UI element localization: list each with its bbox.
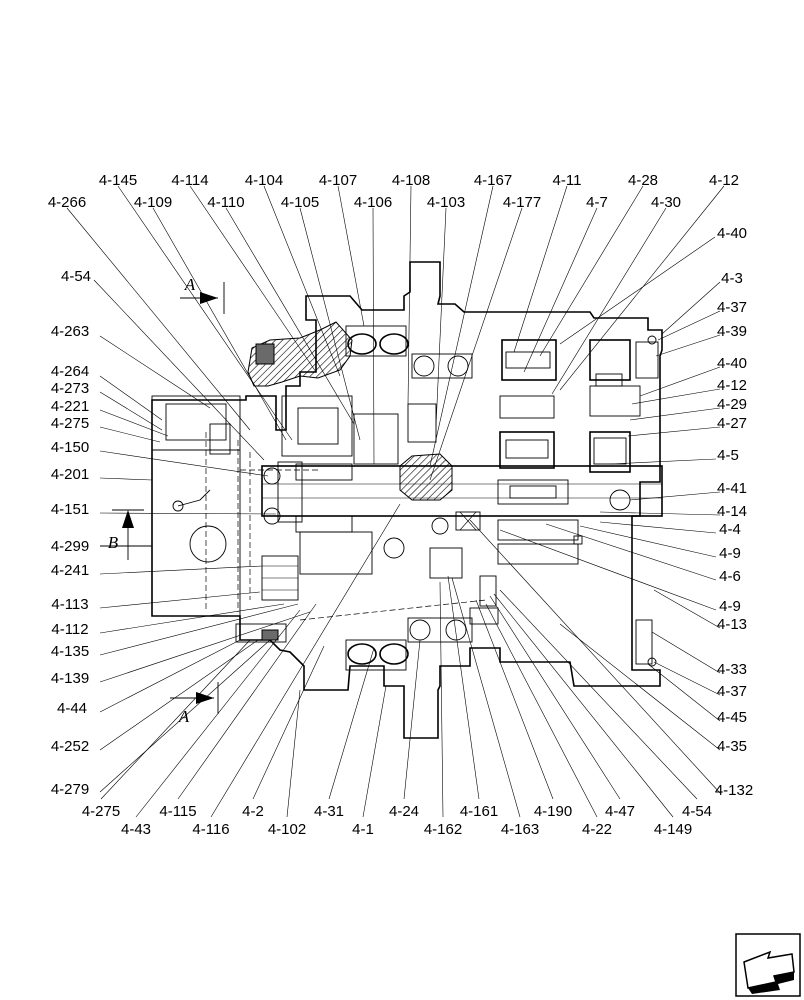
- bottom-callout-4-24: 4-24: [389, 803, 419, 820]
- top-callout-4-266: 4-266: [48, 194, 86, 211]
- bottom-callout-4-1: 4-1: [352, 821, 374, 838]
- top-callout-4-108: 4-108: [392, 172, 430, 189]
- main-shaft: [261, 461, 663, 531]
- right-callout-4-29: 4-29: [717, 396, 747, 413]
- housing-outline: [151, 261, 663, 739]
- right-callout-4-14: 4-14: [717, 503, 747, 520]
- left-callout-4-113: 4-113: [51, 596, 88, 613]
- top-callout-4-167: 4-167: [474, 172, 512, 189]
- right-callout-4-37: 4-37: [717, 299, 747, 316]
- left-callout-4-151: 4-151: [51, 501, 89, 518]
- bottom-callout-4-102: 4-102: [268, 821, 306, 838]
- left-callout-4-263: 4-263: [51, 323, 89, 340]
- right-callout-4-41: 4-41: [717, 480, 747, 497]
- right-callout-4-45: 4-45: [717, 709, 747, 726]
- top-callout-4-105: 4-105: [281, 194, 319, 211]
- right-callout-4-132: 4-132: [715, 782, 753, 799]
- left-callout-4-54: 4-54: [61, 268, 91, 285]
- section-mark-B: B: [108, 533, 119, 552]
- left-callout-4-279: 4-279: [51, 781, 89, 798]
- left-callout-4-112: 4-112: [51, 621, 88, 638]
- arrow-navigation-icon[interactable]: [735, 933, 801, 997]
- right-callout-4-40: 4-40: [717, 355, 747, 372]
- section-arrows: [100, 282, 225, 714]
- bottom-callout-4-22: 4-22: [582, 821, 612, 838]
- top-callout-4-107: 4-107: [319, 172, 357, 189]
- top-callout-4-11: 4-11: [553, 172, 582, 189]
- top-callouts: 4-145 4-114 4-104 4-107 4-108 4-167 4-11 4-28 4-…: [48, 172, 739, 211]
- left-callout-4-221: 4-221: [51, 398, 89, 415]
- right-callout-4-39: 4-39: [717, 323, 747, 340]
- top-callout-4-30: 4-30: [651, 194, 681, 211]
- top-callout-4-109: 4-109: [134, 194, 172, 211]
- bottom-callout-4-275: 4-275: [82, 803, 120, 820]
- left-callout-4-264: 4-264: [51, 363, 89, 380]
- right-callout-4-4: 4-4: [719, 521, 741, 538]
- right-callout-4-6: 4-6: [719, 568, 741, 585]
- bottom-callout-4-161: 4-161: [460, 803, 498, 820]
- bottom-callout-4-47: 4-47: [605, 803, 635, 820]
- right-callout-4-3: 4-3: [721, 270, 743, 287]
- leader-lines: [66, 185, 725, 818]
- bottom-callout-4-116: 4-116: [192, 821, 229, 838]
- right-callout-4-33: 4-33: [717, 661, 747, 678]
- left-callout-4-44: 4-44: [57, 700, 87, 717]
- bottom-callout-4-115: 4-115: [159, 803, 196, 820]
- right-callout-4-27: 4-27: [717, 415, 747, 432]
- top-callout-4-110: 4-110: [207, 194, 244, 211]
- top-callout-4-103: 4-103: [427, 194, 465, 211]
- section-mark-A: A: [184, 275, 196, 294]
- top-callout-4-145: 4-145: [99, 172, 137, 189]
- right-callout-4-5: 4-5: [717, 447, 739, 464]
- bottom-callout-4-162: 4-162: [424, 821, 462, 838]
- bottom-callout-4-2: 4-2: [242, 803, 264, 820]
- right-callout-4-35: 4-35: [717, 738, 747, 755]
- right-callout-4-12: 4-12: [717, 377, 747, 394]
- left-callout-4-252: 4-252: [51, 738, 89, 755]
- right-callout-4-9: 4-9: [719, 598, 741, 615]
- right-callout-4-9: 4-9: [719, 545, 741, 562]
- inner-left-components: [165, 395, 499, 643]
- bottom-callout-4-149: 4-149: [654, 821, 692, 838]
- left-callout-4-299: 4-299: [51, 538, 89, 555]
- right-callout-4-37: 4-37: [717, 683, 747, 700]
- left-callout-4-273: 4-273: [51, 380, 89, 397]
- bottom-callout-4-163: 4-163: [501, 821, 539, 838]
- left-callout-4-201: 4-201: [51, 466, 89, 483]
- section-marks: A A B: [108, 275, 196, 726]
- bottom-callout-4-190: 4-190: [534, 803, 572, 820]
- left-callout-4-139: 4-139: [51, 670, 89, 687]
- right-callout-4-40: 4-40: [717, 225, 747, 242]
- top-callout-4-114: 4-114: [171, 172, 208, 189]
- section-mark-A: A: [178, 707, 190, 726]
- top-callout-4-28: 4-28: [628, 172, 658, 189]
- left-callout-4-241: 4-241: [51, 562, 89, 579]
- top-callout-4-7: 4-7: [586, 194, 608, 211]
- left-callout-4-275: 4-275: [51, 415, 89, 432]
- right-callouts: 4-40 4-3 4-37 4-39 4-40 4-12 4-29 4-27 4-5 4-41 4-…: [715, 225, 753, 799]
- bottom-callout-4-43: 4-43: [121, 821, 151, 838]
- right-callout-4-13: 4-13: [717, 616, 747, 633]
- bottom-callout-4-54: 4-54: [682, 803, 712, 820]
- top-callout-4-177: 4-177: [503, 194, 541, 211]
- left-callout-4-150: 4-150: [51, 439, 89, 456]
- top-callout-4-106: 4-106: [354, 194, 392, 211]
- top-callout-4-12: 4-12: [709, 172, 739, 189]
- top-callout-4-104: 4-104: [245, 172, 283, 189]
- left-callout-4-135: 4-135: [51, 643, 89, 660]
- bottom-callout-4-31: 4-31: [314, 803, 344, 820]
